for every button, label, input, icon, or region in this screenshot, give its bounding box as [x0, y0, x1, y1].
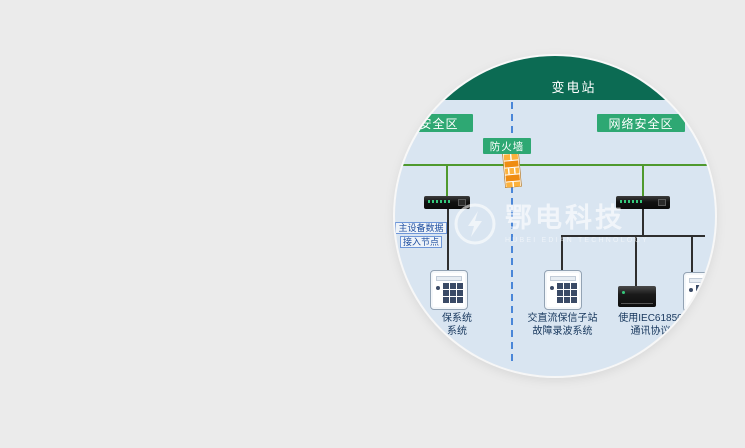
- protection-device-left-icon: [430, 270, 468, 310]
- panel-led: [436, 286, 440, 290]
- system-label-middle-line2: 故障录波系统: [532, 326, 593, 337]
- watermark-logo-icon: [453, 202, 497, 251]
- panel-keypad: [696, 285, 715, 305]
- zone-label-right: 网络安全区: [597, 114, 685, 132]
- system-label-left-line2: 系统: [447, 326, 467, 337]
- substation-diagram-circle: 变电站 网络安全区 网络安全区 防火墙: [395, 56, 715, 376]
- connector-to-middle-panel: [561, 237, 563, 270]
- panel-slot: [436, 276, 462, 281]
- connector-left-switch-to-panel: [447, 209, 449, 270]
- security-zone-divider-line: [511, 102, 513, 364]
- panel-keypad: [557, 283, 577, 303]
- connector-right-switch: [642, 209, 644, 235]
- bus-stub-right: [642, 166, 644, 196]
- watermark: 鄂电科技 HUBEI EDIAN TECHNOLOGY: [453, 202, 649, 251]
- connector-to-recorder: [635, 237, 637, 286]
- network-bus-line: [395, 164, 715, 166]
- system-label-middle: 交直流保信子站 故障录波系统: [515, 312, 610, 338]
- recorder-device-icon: [618, 286, 656, 307]
- bus-stub-left: [446, 166, 448, 196]
- zone-label-left: 网络安全区: [395, 114, 473, 132]
- panel-slot: [689, 278, 715, 283]
- firewall-icon: [501, 152, 523, 193]
- access-node-label: 主设备数据 接入节点: [395, 222, 449, 248]
- access-node-line1: 主设备数据: [395, 222, 447, 234]
- firewall-label: 防火墙: [483, 138, 531, 154]
- connector-right-bus: [561, 235, 705, 237]
- network-switch-right-icon: [616, 196, 670, 209]
- system-label-right: 使用IEC61850 通讯协议: [598, 312, 703, 338]
- substation-title: 变电站: [551, 80, 597, 95]
- watermark-subtitle: HUBEI EDIAN TECHNOLOGY: [505, 237, 649, 244]
- network-switch-left-icon: [424, 196, 470, 209]
- panel-led: [550, 286, 554, 290]
- system-label-right-line2: 通讯协议: [630, 326, 671, 337]
- panel-keypad: [443, 283, 463, 303]
- connector-to-far-panel: [691, 237, 693, 272]
- protection-device-far-icon: [683, 272, 715, 312]
- panel-led: [689, 288, 693, 292]
- system-label-right-line1: 使用IEC61850: [618, 313, 683, 324]
- panel-slot: [550, 276, 576, 281]
- system-label-left-line1: 保系统: [442, 313, 472, 324]
- system-label-middle-line1: 交直流保信子站: [527, 313, 598, 324]
- system-label-left: 保系统 系统: [425, 312, 489, 338]
- protection-device-middle-icon: [544, 270, 582, 310]
- substation-header-bar: 变电站: [395, 56, 715, 100]
- access-node-line2: 接入节点: [399, 236, 442, 248]
